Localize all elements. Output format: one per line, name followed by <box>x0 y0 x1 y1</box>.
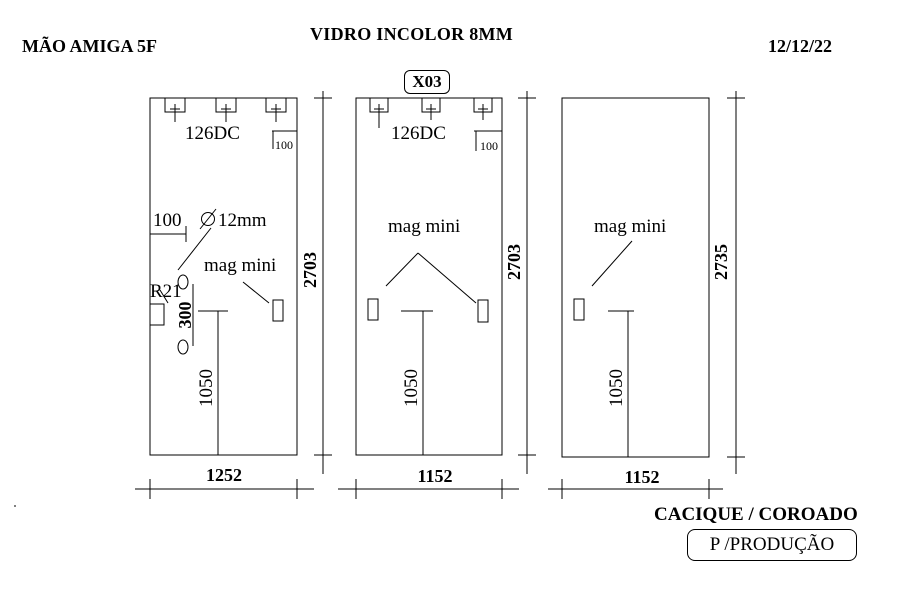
hole-lower <box>177 339 189 355</box>
material-spec: VIDRO INCOLOR 8MM <box>310 24 514 44</box>
glass-panel-3 <box>561 97 710 458</box>
project-name: MÃO AMIGA 5F <box>22 36 157 56</box>
radius-label: R21 <box>150 281 182 302</box>
hinge-label-2: 126DC <box>391 123 446 144</box>
hinge-offset-marker-1 <box>272 130 297 149</box>
hinge-offset-label-1: 100 <box>275 138 293 152</box>
hinge-1b <box>215 98 237 122</box>
hinge-offset-marker-2 <box>474 130 502 151</box>
lock-height-label-2: 1050 <box>401 369 422 407</box>
lock-label-3: mag mini <box>594 216 666 237</box>
hole-spacing-label: 300 <box>175 302 195 329</box>
hinge-2a <box>369 98 389 128</box>
magnetic-lock-2b <box>477 299 489 323</box>
magnetic-lock-1 <box>272 299 284 322</box>
lock-height-label-3: 1050 <box>606 369 627 407</box>
hinge-2b <box>421 98 441 120</box>
drawing-date: 12/12/22 <box>768 36 833 56</box>
lock-leader-3 <box>591 240 633 287</box>
width-label-1: 1252 <box>206 465 242 485</box>
hole-leader-line <box>177 227 212 271</box>
hinge-label-1: 126DC <box>185 123 240 144</box>
hole-diameter-label: 12mm <box>218 210 267 231</box>
hinge-offset-label-2: 100 <box>480 139 498 153</box>
hole-offset-dimension <box>150 226 187 242</box>
height-label-1: 2703 <box>300 252 320 288</box>
magnetic-lock-2a <box>367 298 379 321</box>
width-label-2: 1152 <box>417 466 452 486</box>
hole-upper <box>177 274 189 290</box>
width-label-3: 1152 <box>624 467 659 487</box>
lock-leader-2b <box>417 252 477 304</box>
hinge-1a <box>164 98 186 122</box>
height-label-3: 2735 <box>711 244 731 280</box>
magnetic-lock-3 <box>573 298 585 321</box>
radius-notch <box>150 303 165 326</box>
glass-panel-2 <box>355 97 503 456</box>
lock-label-1: mag mini <box>204 255 276 276</box>
lock-label-2: mag mini <box>388 216 460 237</box>
lock-height-label-1: 1050 <box>196 369 217 407</box>
client-name: CACIQUE / COROADO <box>654 504 858 525</box>
panel-tag-badge: X03 <box>404 70 450 94</box>
notch-pointer <box>159 289 169 304</box>
glass-panel-1 <box>149 97 298 456</box>
height-label-2: 2703 <box>504 244 524 280</box>
status-badge: P /PRODUÇÃO <box>687 529 857 561</box>
diameter-symbol <box>199 208 217 230</box>
hole-offset-label: 100 <box>153 210 182 231</box>
hinge-1c <box>265 98 287 122</box>
hinge-2c <box>473 98 493 120</box>
lock-leader-2a <box>385 252 419 287</box>
lock-leader-1 <box>242 281 270 304</box>
